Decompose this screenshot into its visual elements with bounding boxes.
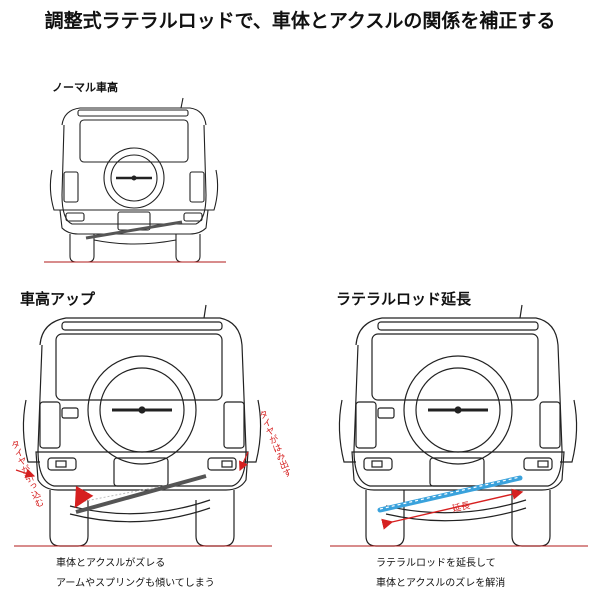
lateral-rod-normal	[85, 220, 183, 240]
raised-caption: 車体とアクスルがズレる アームやスプリングも傾いてしまう	[56, 554, 215, 594]
vehicle-normal	[49, 97, 219, 263]
vehicle-raised	[22, 304, 262, 547]
vehicle-extended	[338, 304, 578, 547]
raised-caption-line2: アームやスプリングも傾いてしまう	[56, 578, 215, 589]
page-title: 調整式ラテラルロッドで、車体とアクスルの関係を補正する	[44, 10, 556, 32]
lateral-rod-extended	[377, 475, 523, 513]
extension-arrow-line	[381, 488, 524, 530]
rod-extended-label: ラテラルロッド延長	[336, 290, 472, 308]
raised-caption-line1: 車体とアクスルがズレる	[56, 558, 166, 569]
extended-caption: ラテラルロッドを延長して 車体とアクスルのズレを解消	[376, 554, 505, 594]
normal-height-label: ノーマル車高	[52, 81, 118, 94]
tire-retract-arrow	[15, 468, 36, 478]
raised-height-label: 車高アップ	[20, 290, 96, 308]
lateral-rod-raised	[75, 474, 207, 514]
tire-protrude-arrow	[239, 451, 249, 472]
axle-shift-arrow	[74, 485, 94, 509]
extended-caption-line1: ラテラルロッドを延長して	[376, 558, 496, 569]
extended-caption-line2: 車体とアクスルのズレを解消	[376, 578, 506, 589]
